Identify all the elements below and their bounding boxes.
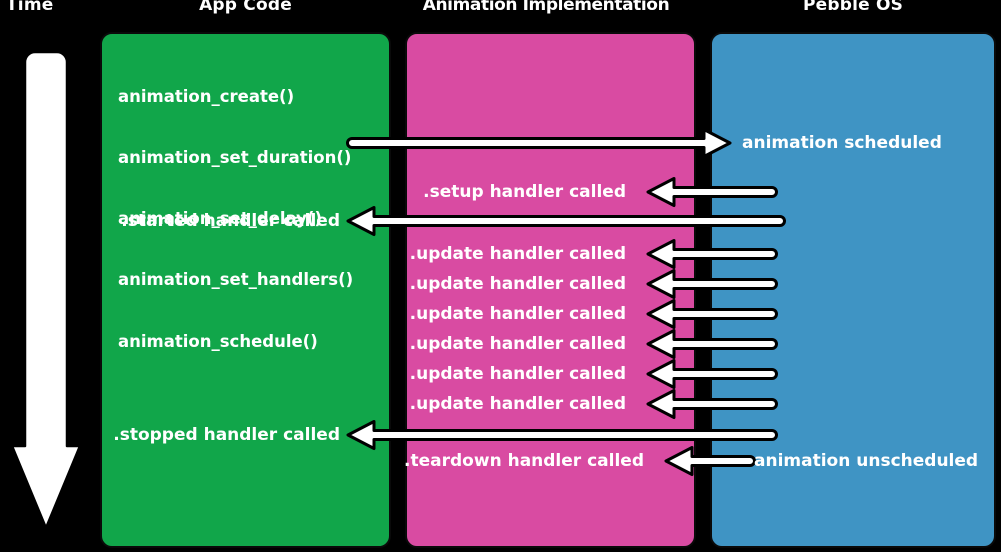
message-label-stopped-handler: .stopped handler called (113, 425, 340, 445)
message-label-started-handler: .started handler called (121, 211, 340, 231)
lane-app-code (100, 32, 391, 548)
message-label-update-handler: .update handler called (409, 364, 626, 384)
message-label-update-handler: .update handler called (409, 304, 626, 324)
app-code-call: animation_create() (118, 86, 295, 106)
column-header-app-code: App Code (198, 0, 292, 15)
column-header-time: Time (5, 0, 54, 15)
app-code-call: animation_schedule() (118, 331, 318, 351)
app-code-call: animation_set_delay() (118, 209, 323, 229)
time-down-arrow-icon (10, 40, 82, 544)
message-label-update-handler: .update handler called (409, 394, 626, 414)
message-label-teardown-handler: .teardown handler called (404, 451, 644, 471)
column-header-animation-implementation: Animation Implementation (422, 0, 671, 15)
message-label-setup-handler: .setup handler called (423, 182, 626, 202)
app-code-call: animation_set_duration() (118, 148, 352, 168)
message-label-update-handler: .update handler called (409, 244, 626, 264)
message-label-update-handler: .update handler called (409, 274, 626, 294)
message-label-animation-unscheduled: animation unscheduled (754, 451, 979, 471)
column-header-pebble-os: Pebble OS (802, 0, 904, 15)
message-label-update-handler: .update handler called (409, 334, 626, 354)
message-label-animation-scheduled: animation scheduled (742, 133, 942, 153)
app-code-call-list: animation_create() animation_set_duratio… (118, 46, 353, 393)
app-code-call: animation_set_handlers() (118, 270, 354, 290)
